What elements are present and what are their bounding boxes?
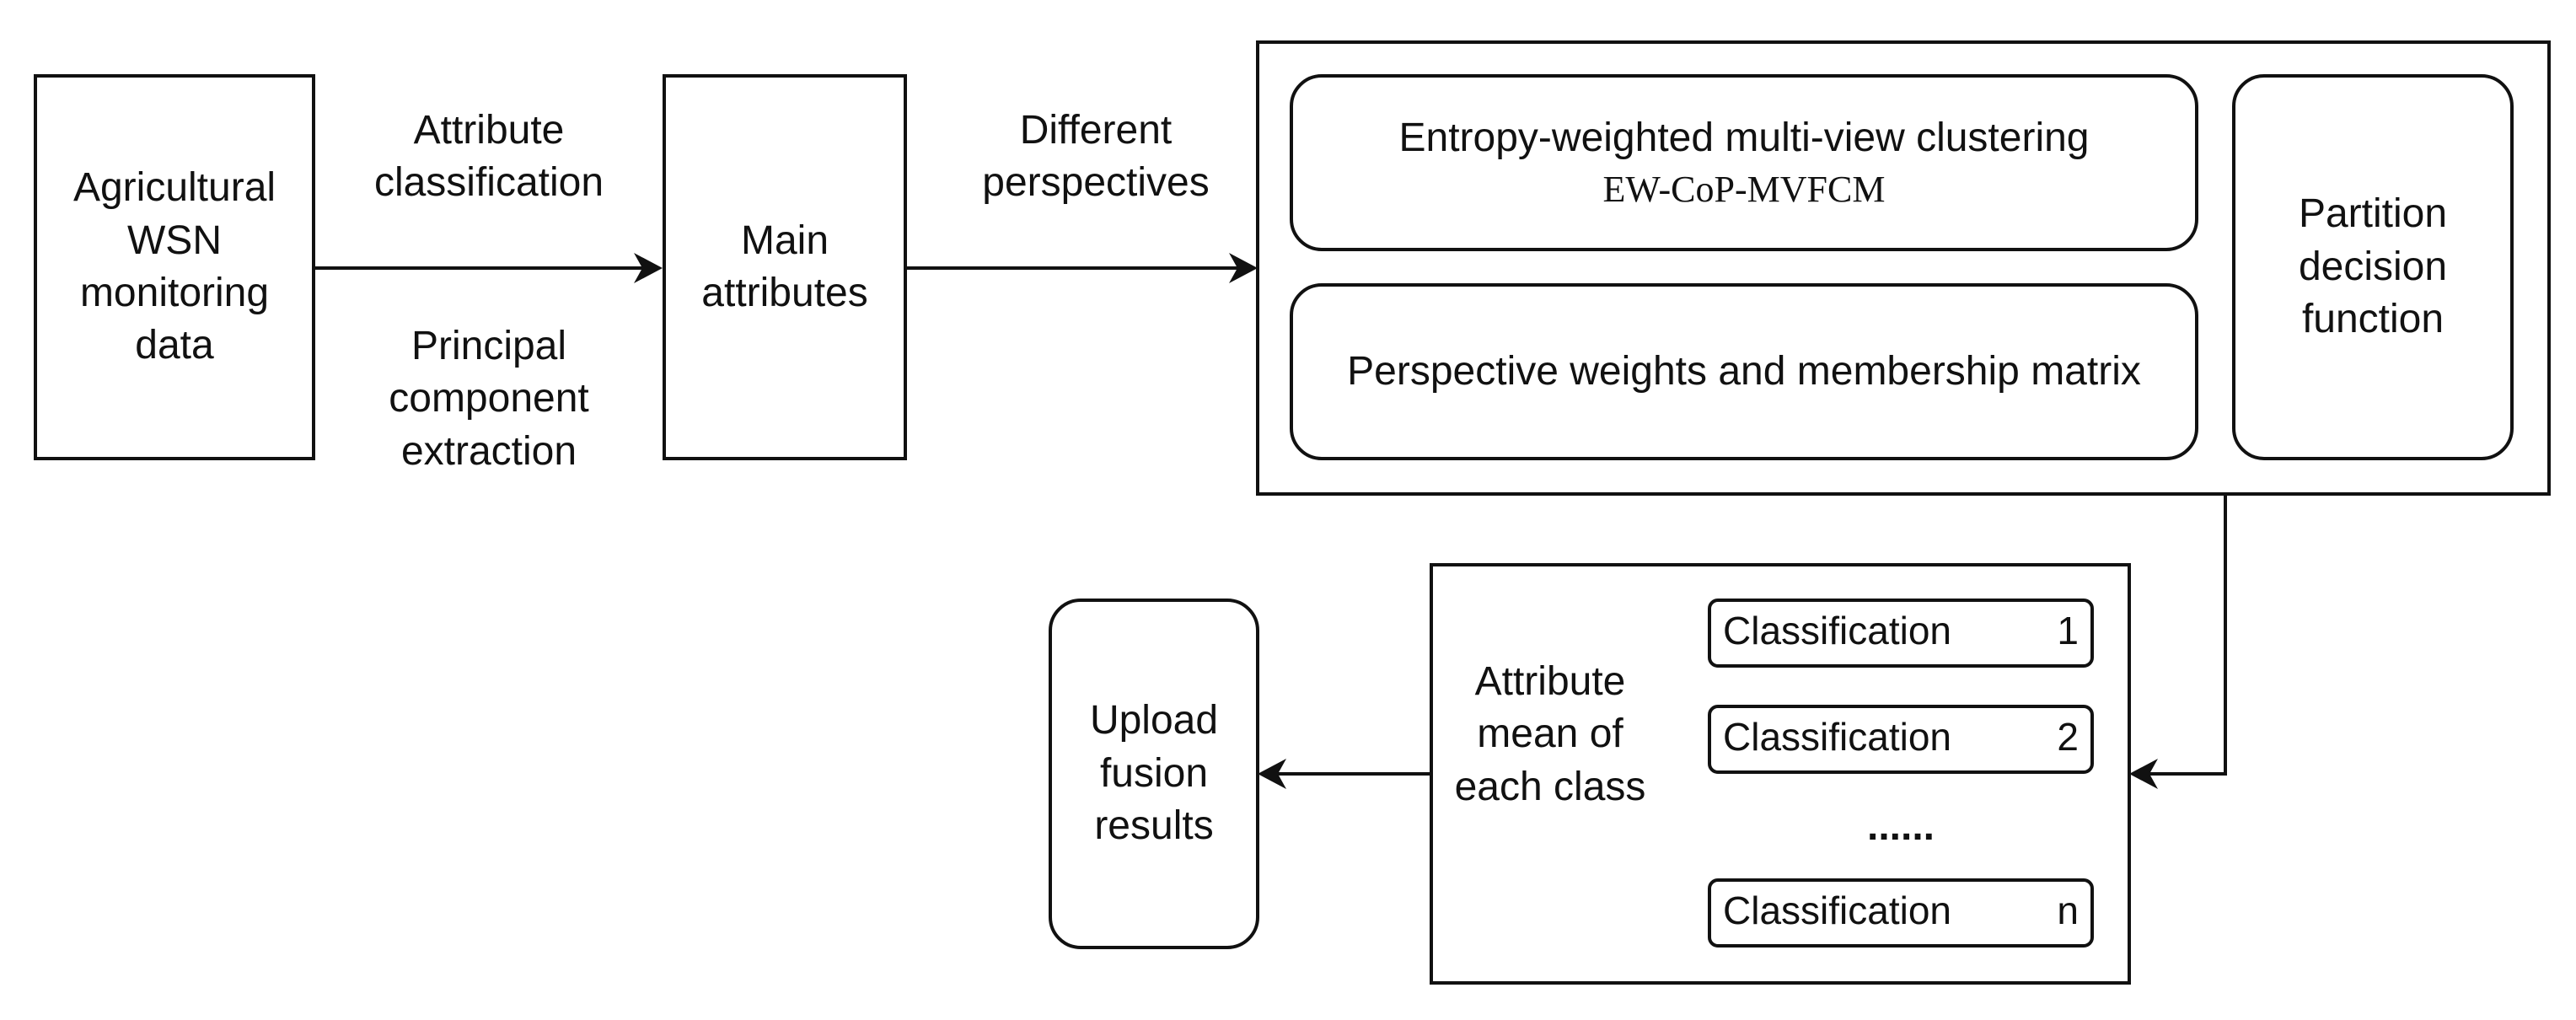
- classification-label: Classification: [1723, 609, 1951, 652]
- perspective-weights-node: Perspective weights and membership matri…: [1290, 283, 2198, 460]
- main-attributes-label: Main attributes: [701, 217, 868, 315]
- arrow-classes-to-upload-head: [1258, 759, 1286, 789]
- classification-label: Classification: [1723, 888, 1951, 932]
- classification-item: Classification 1: [1708, 599, 2094, 668]
- partition-decision-node: Partition decision function: [2232, 74, 2514, 460]
- classification-label: Classification: [1723, 715, 1951, 759]
- clustering-method-name: EW-CoP-MVFCM: [1602, 168, 1886, 210]
- classification-index: 2: [2057, 715, 2079, 759]
- edge-label-different-perspectives: Different perspectives: [982, 108, 1210, 206]
- classification-ellipsis: ......: [1866, 804, 1935, 849]
- arrow-wsn-to-main-head: [634, 253, 663, 283]
- classification-index: n: [2057, 888, 2079, 932]
- classification-item: Classification n: [1708, 878, 2094, 948]
- wsn-data-label: Agricultural WSN monitoring data: [72, 165, 276, 368]
- partition-decision-label: Partition decision function: [2298, 191, 2448, 342]
- edge-label-principal-component: Principal component extraction: [389, 324, 589, 474]
- upload-results-node: Upload fusion results: [1049, 599, 1259, 949]
- attribute-mean-label: Attribute mean of each class: [1454, 659, 1646, 809]
- arrow-main-to-cluster-head: [1229, 253, 1258, 283]
- arrow-cluster-to-classes-head: [2129, 759, 2158, 789]
- classification-item: Classification 2: [1708, 705, 2094, 774]
- main-attributes-node: Main attributes: [663, 74, 907, 460]
- edge-label-attribute-classification: Attribute classification: [373, 108, 604, 206]
- clustering-title: Entropy-weighted multi-view clustering: [1398, 115, 2090, 161]
- perspective-weights-label: Perspective weights and membership matri…: [1347, 348, 2141, 394]
- classification-index: 1: [2057, 609, 2079, 652]
- wsn-data-node: Agricultural WSN monitoring data: [34, 74, 315, 460]
- upload-results-label: Upload fusion results: [1089, 698, 1219, 849]
- arrow-cluster-to-classes: [2133, 496, 2227, 776]
- clustering-method-node: Entropy-weighted multi-view clustering E…: [1290, 74, 2198, 251]
